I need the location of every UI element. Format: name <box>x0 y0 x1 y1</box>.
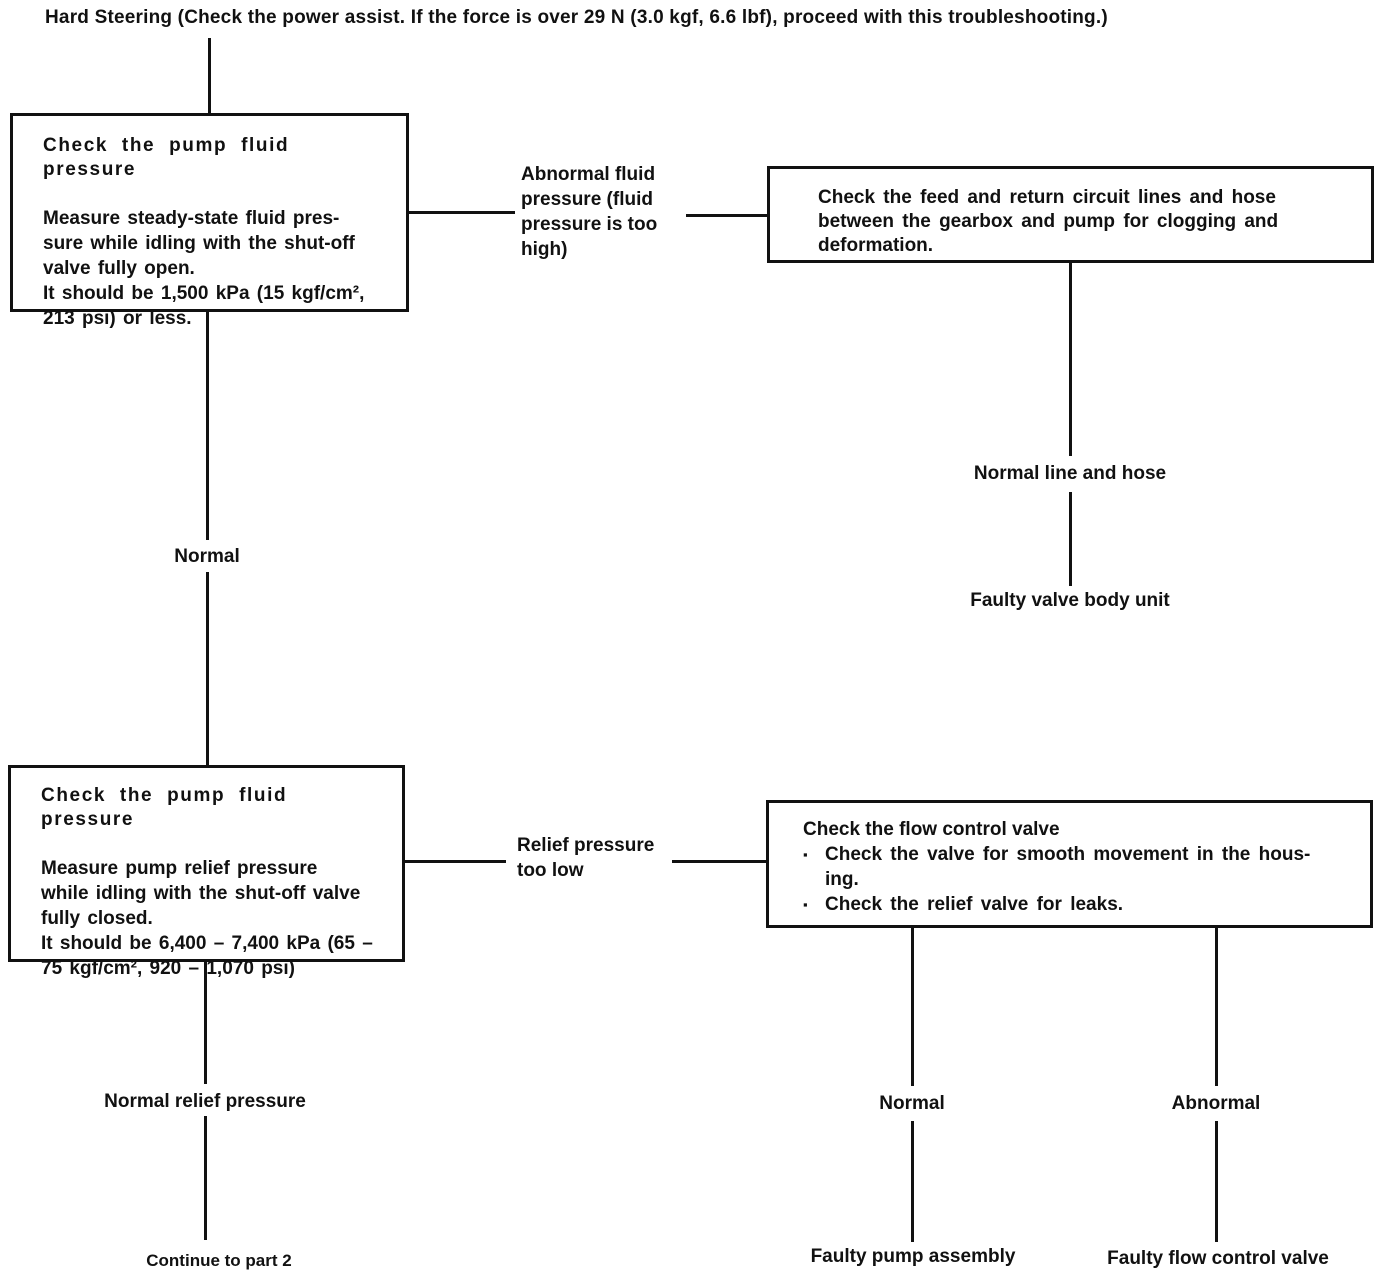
label-continue-to-part-2: Continue to part 2 <box>146 1251 292 1270</box>
box3-heading: Check the pump fluid pressure <box>41 785 288 830</box>
connector-box3-to-relief-label <box>405 860 506 863</box>
label-normal-after-box4: Normal <box>879 1093 945 1114</box>
connector-normal-to-box3 <box>206 572 209 765</box>
box-check-feed-return-lines: Check the feed and return circuit lines … <box>767 166 1374 263</box>
label-normal-after-box1: Normal <box>174 546 240 567</box>
label-normal-line-and-hose: Normal line and hose <box>973 463 1167 484</box>
connector-abnormal-to-faulty-flow-valve <box>1215 1121 1218 1242</box>
box2-body: Check the feed and return circuit lines … <box>818 187 1279 256</box>
connector-normal-line-hose-to-faulty-valve-body <box>1069 492 1072 586</box>
box4-bullet-1: ▪ Check the valve for smooth movement in… <box>803 844 1311 890</box>
page-title: Hard Steering (Check the power assist. I… <box>45 7 1108 28</box>
connector-box4-to-abnormal <box>1215 928 1218 1086</box>
box1-body: Measure steady-state fluid pres- sure wh… <box>43 208 365 329</box>
connector-box2-to-normal-line-hose <box>1069 263 1072 456</box>
box-check-pump-fluid-pressure-open: Check the pump fluid pressure Measure st… <box>10 113 409 329</box>
connector-normal-to-faulty-pump <box>911 1121 914 1242</box>
box3-body: Measure pump relief pressure while idlin… <box>41 858 373 979</box>
connector-abnormal-label-to-box2 <box>686 214 767 217</box>
connector-normal-relief-to-continue <box>204 1116 207 1240</box>
box4-bullet-2: ▪ Check the relief valve for leaks. <box>803 894 1124 915</box>
box-check-flow-control-valve: Check the flow control valve ▪ Check the… <box>766 800 1373 928</box>
bullet-icon: ▪ <box>803 847 808 862</box>
connector-box1-to-abnormal-label <box>409 211 515 214</box>
label-abnormal-after-box4: Abnormal <box>1171 1093 1261 1114</box>
label-normal-relief-pressure: Normal relief pressure <box>104 1091 306 1112</box>
label-relief-pressure-too-low: Relief pressure too low <box>517 835 655 881</box>
bullet-icon: ▪ <box>803 897 808 912</box>
connector-box1-to-normal <box>206 312 209 540</box>
label-faulty-flow-control-valve: Faulty flow control valve <box>1107 1248 1329 1269</box>
label-faulty-pump-assembly: Faulty pump assembly <box>810 1246 1016 1267</box>
connector-relief-label-to-box4 <box>672 860 766 863</box>
connector-box3-to-normal-relief <box>204 962 207 1084</box>
box4-heading: Check the flow control valve <box>803 819 1060 840</box>
box1-heading: Check the pump fluid pressure <box>43 135 290 180</box>
label-faulty-valve-body-unit: Faulty valve body unit <box>970 590 1170 611</box>
label-abnormal-fluid-pressure: Abnormal fluid pressure (fluid pressure … <box>521 164 658 260</box>
box-check-pump-fluid-pressure-closed: Check the pump fluid pressure Measure pu… <box>8 765 405 979</box>
connector-title-to-box1 <box>208 38 211 113</box>
connector-box4-to-normal <box>911 928 914 1086</box>
